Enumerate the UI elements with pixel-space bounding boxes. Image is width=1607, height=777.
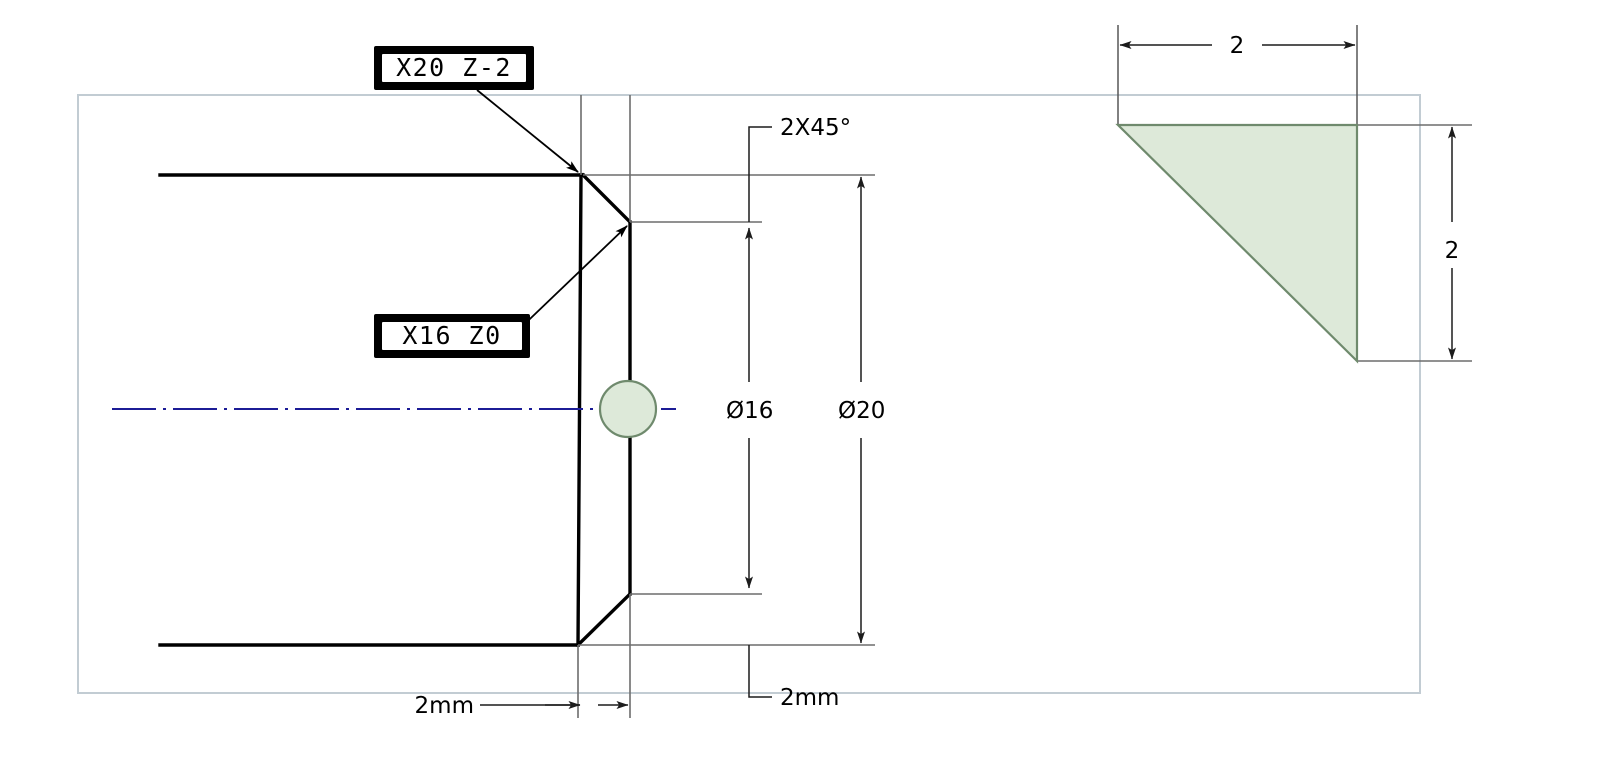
dimension-chamfer-note: 2X45° — [748, 115, 851, 222]
detail-dimension-horizontal-text: 2 — [1230, 33, 1245, 59]
callout-end-point-text: X16 Z0 — [402, 321, 501, 350]
dimension-inner-diameter-text: Ø16 — [726, 398, 773, 424]
dimension-inner-diameter: Ø16 — [726, 227, 773, 589]
callout-end-point[interactable]: X16 Z0 — [374, 225, 628, 358]
workpiece-profile — [158, 172, 633, 648]
dimension-outer-diameter: Ø20 — [838, 176, 885, 644]
detail-dimension-vertical: 2 — [1445, 126, 1460, 360]
detail-dimension-horizontal: 2 — [1119, 33, 1356, 59]
chamfer-triangle — [1115, 123, 1359, 364]
dimension-radial-depth-text: 2mm — [780, 685, 839, 711]
dimension-radial-depth: 2mm — [748, 645, 839, 711]
chamfer-highlight-circle — [598, 379, 658, 439]
dimension-axial-length: 2mm — [415, 693, 629, 719]
projection-lines — [577, 95, 875, 718]
dimension-chamfer-note-text: 2X45° — [780, 115, 851, 141]
callout-start-point[interactable]: X20 Z-2 — [374, 46, 579, 173]
chamfer-detail-view: 2 2 — [1115, 25, 1472, 364]
dimension-outer-diameter-text: Ø20 — [838, 398, 885, 424]
detail-dimension-vertical-text: 2 — [1445, 238, 1460, 264]
callout-start-point-text: X20 Z-2 — [396, 53, 512, 82]
dimension-axial-length-text: 2mm — [415, 693, 474, 719]
